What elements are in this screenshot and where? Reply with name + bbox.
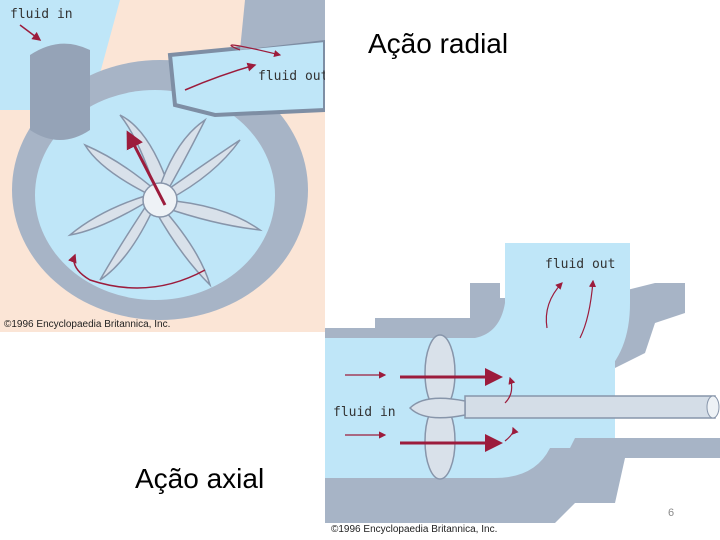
axial-pump-figure: fluid out fluid in ©1996 Encyclopaedia B…	[325, 243, 720, 540]
radial-fluid-in-label: fluid in	[10, 7, 73, 22]
axial-fluid-out-label: fluid out	[545, 257, 615, 272]
impeller-hub	[143, 183, 177, 217]
axial-copyright: ©1996 Encyclopaedia Britannica, Inc.	[331, 524, 497, 535]
radial-fluid-out-label: fluid out	[258, 69, 325, 84]
radial-pump-figure: fluid in fluid out ©1996 Encyclopaedia B…	[0, 0, 325, 332]
slide-number: 6	[668, 507, 674, 519]
radial-copyright: ©1996 Encyclopaedia Britannica, Inc.	[4, 319, 170, 330]
axial-action-title: Ação axial	[135, 463, 264, 495]
drive-shaft	[465, 396, 715, 418]
radial-action-title: Ação radial	[368, 28, 508, 60]
radial-pump-illustration: fluid in fluid out ©1996 Encyclopaedia B…	[0, 0, 325, 332]
shaft-end	[707, 396, 719, 418]
inlet-eye	[30, 44, 90, 140]
axial-pump-illustration: fluid out fluid in ©1996 Encyclopaedia B…	[325, 243, 720, 540]
axial-fluid-in-label: fluid in	[333, 405, 396, 420]
